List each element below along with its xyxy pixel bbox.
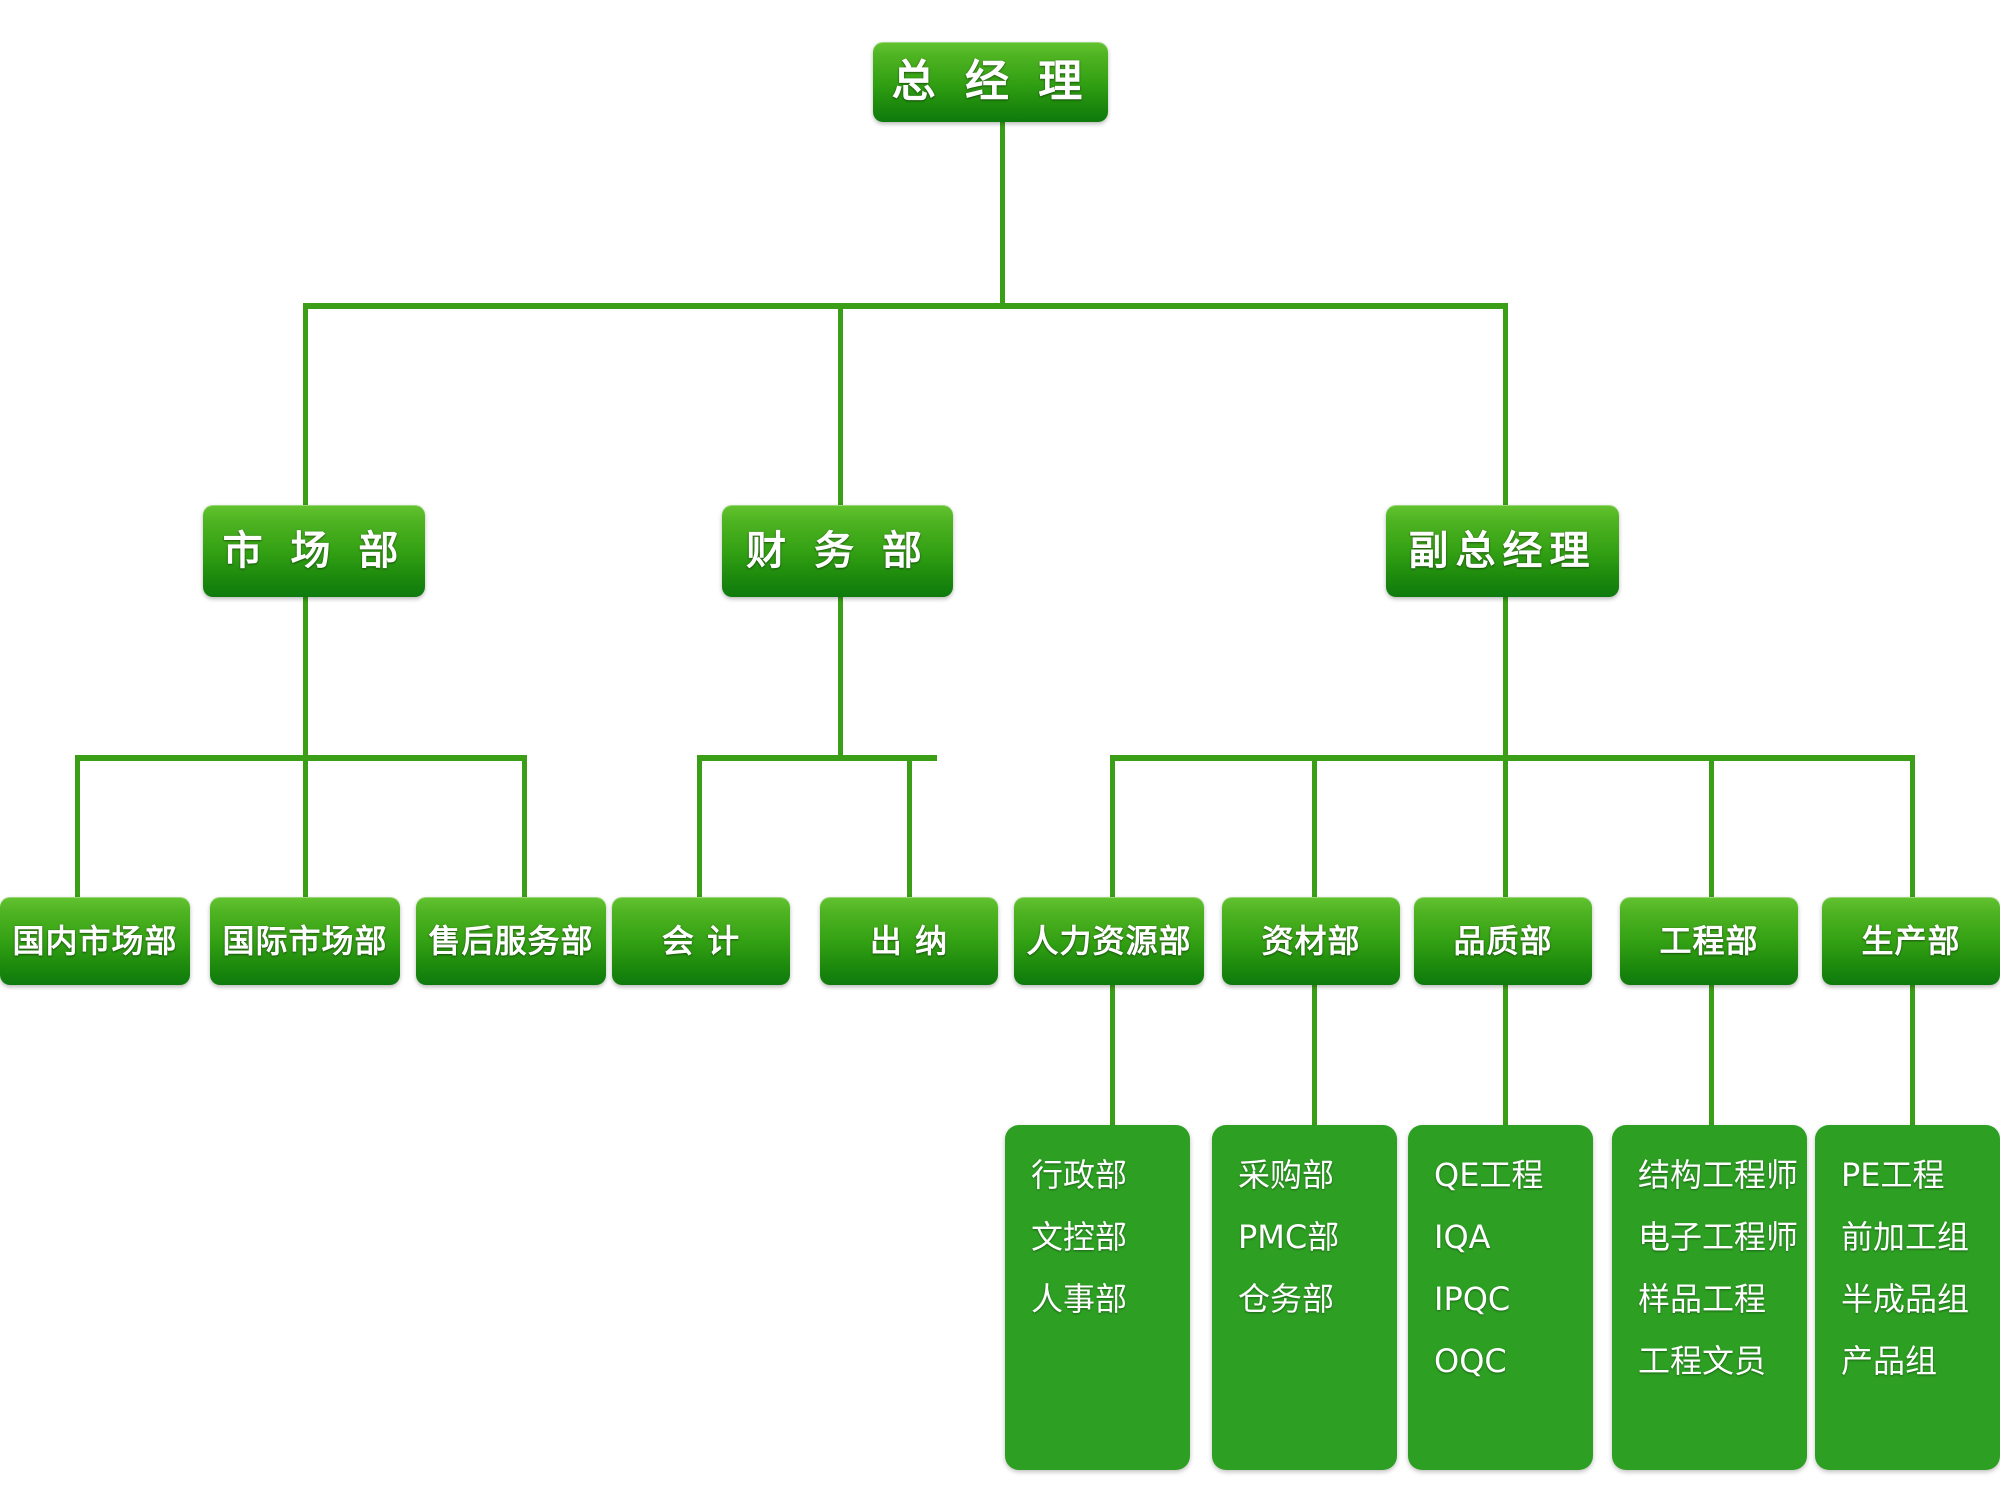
node-quality-department[interactable]: 品质部: [1414, 897, 1592, 985]
node-label: 人力资源部: [1026, 922, 1192, 960]
connector-to-engineering: [1709, 755, 1714, 897]
panel-item[interactable]: 行政部: [1031, 1156, 1128, 1194]
panel-item[interactable]: PMC部: [1238, 1218, 1340, 1256]
panel-item[interactable]: QE工程: [1434, 1156, 1544, 1194]
panel-item[interactable]: 结构工程师: [1638, 1156, 1799, 1194]
node-deputy-general-manager[interactable]: 副总经理: [1386, 505, 1619, 597]
node-label: 出 纳: [869, 922, 949, 960]
panel-item[interactable]: 采购部: [1238, 1156, 1335, 1194]
node-label: 国际市场部: [222, 922, 388, 960]
panel-item[interactable]: 电子工程师: [1638, 1218, 1799, 1256]
connector-deputy-down: [1503, 597, 1508, 758]
connector-to-finance: [838, 303, 843, 505]
connector-to-domestic-market: [75, 755, 80, 897]
node-label: 售后服务部: [428, 922, 594, 960]
node-label: 市 场 部: [222, 528, 406, 574]
node-label: 品质部: [1453, 922, 1553, 960]
node-aftersales-service-department[interactable]: 售后服务部: [416, 897, 606, 985]
node-accounting[interactable]: 会 计: [612, 897, 790, 985]
node-general-manager[interactable]: 总 经 理: [873, 42, 1108, 122]
panel-materials-subunits[interactable]: 采购部 PMC部 仓务部: [1212, 1125, 1397, 1470]
connector-engineering-to-panel: [1709, 985, 1714, 1125]
panel-item[interactable]: IQA: [1434, 1218, 1491, 1256]
node-label: 会 计: [661, 922, 741, 960]
connector-level2-bus: [303, 303, 1506, 309]
connector-to-cashier: [907, 755, 912, 897]
connector-to-production: [1910, 755, 1915, 897]
panel-item[interactable]: IPQC: [1434, 1280, 1511, 1318]
connector-marketing-down: [303, 597, 308, 758]
connector-marketing-bus: [75, 755, 527, 761]
panel-item[interactable]: 半成品组: [1841, 1280, 1970, 1318]
node-international-market-department[interactable]: 国际市场部: [210, 897, 400, 985]
connector-to-intl-market: [303, 755, 308, 897]
node-domestic-market-department[interactable]: 国内市场部: [0, 897, 190, 985]
node-engineering-department[interactable]: 工程部: [1620, 897, 1798, 985]
connector-deputy-bus: [1110, 755, 1915, 761]
node-materials-department[interactable]: 资材部: [1222, 897, 1400, 985]
connector-to-materials: [1312, 755, 1317, 897]
panel-quality-subunits[interactable]: QE工程 IQA IPQC OQC: [1408, 1125, 1593, 1470]
node-label: 资材部: [1261, 922, 1361, 960]
node-cashier[interactable]: 出 纳: [820, 897, 998, 985]
panel-item[interactable]: 产品组: [1841, 1342, 1938, 1380]
panel-human-resources-subunits[interactable]: 行政部 文控部 人事部: [1005, 1125, 1190, 1470]
node-production-department[interactable]: 生产部: [1822, 897, 2000, 985]
panel-item[interactable]: 仓务部: [1238, 1280, 1335, 1318]
node-label: 国内市场部: [12, 922, 178, 960]
panel-item[interactable]: PE工程: [1841, 1156, 1945, 1194]
connector-quality-to-panel: [1503, 985, 1508, 1125]
connector-finance-bus: [697, 755, 937, 761]
panel-item[interactable]: 样品工程: [1638, 1280, 1767, 1318]
connector-hr-to-panel: [1110, 985, 1115, 1125]
panel-production-subunits[interactable]: PE工程 前加工组 半成品组 产品组: [1815, 1125, 2000, 1470]
connector-finance-down: [838, 597, 843, 758]
node-finance-department[interactable]: 财 务 部: [722, 505, 953, 597]
panel-item[interactable]: 人事部: [1031, 1280, 1128, 1318]
node-human-resources-department[interactable]: 人力资源部: [1014, 897, 1204, 985]
node-label: 财 务 部: [746, 528, 929, 574]
node-label: 副总经理: [1408, 528, 1597, 574]
connector-production-to-panel: [1910, 985, 1915, 1125]
panel-item[interactable]: OQC: [1434, 1342, 1507, 1380]
node-label: 总 经 理: [891, 56, 1090, 107]
connector-to-aftersales: [522, 755, 527, 897]
panel-item[interactable]: 文控部: [1031, 1218, 1128, 1256]
connector-to-hr: [1110, 755, 1115, 897]
node-label: 工程部: [1659, 922, 1759, 960]
node-marketing-department[interactable]: 市 场 部: [203, 505, 425, 597]
connector-to-accounting: [697, 755, 702, 897]
connector-to-deputy-gm: [1503, 303, 1508, 505]
panel-item[interactable]: 前加工组: [1841, 1218, 1970, 1256]
node-label: 生产部: [1861, 922, 1961, 960]
connector-gm-down: [1000, 122, 1005, 306]
connector-materials-to-panel: [1312, 985, 1317, 1125]
panel-item[interactable]: 工程文员: [1638, 1342, 1767, 1380]
connector-to-marketing: [303, 303, 308, 505]
panel-engineering-subunits[interactable]: 结构工程师 电子工程师 样品工程 工程文员: [1612, 1125, 1807, 1470]
connector-to-quality: [1503, 755, 1508, 897]
